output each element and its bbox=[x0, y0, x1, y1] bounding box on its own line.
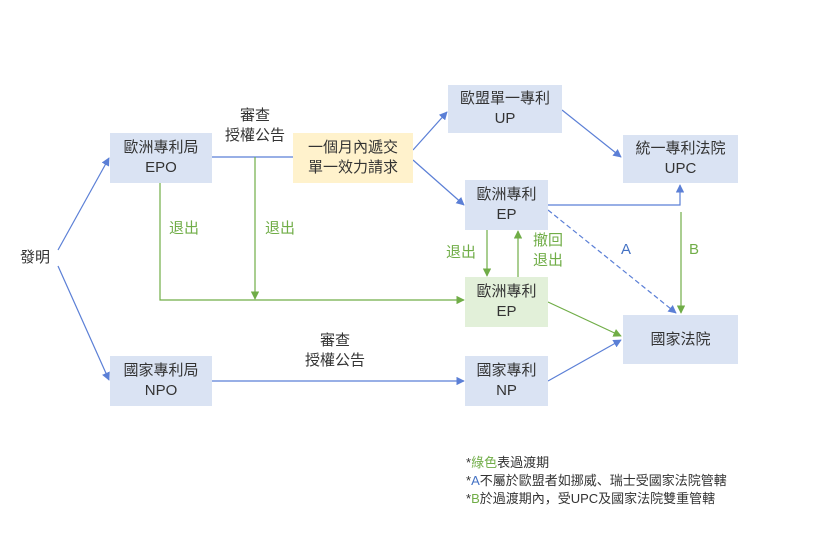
label-opt-out-ep: 退出 bbox=[446, 244, 477, 261]
node-ep-unitary: 歐洲專利 EP bbox=[465, 180, 548, 230]
node-ep-transition-abbr: EP bbox=[496, 303, 517, 320]
node-ep-unitary-abbr: EP bbox=[496, 206, 517, 223]
footnote-prefix: * bbox=[466, 491, 472, 506]
invention-label: 發明 bbox=[20, 249, 51, 266]
footnote-b: *B於過渡期內，受UPC及國家法院雙重管轄 bbox=[466, 490, 727, 508]
node-np: 國家專利 NP bbox=[465, 356, 548, 406]
label-path-b: B bbox=[689, 241, 700, 258]
node-upc-name: 統一專利法院 bbox=[635, 140, 726, 157]
node-epo-abbr: EPO bbox=[145, 159, 177, 176]
edge-invention-to-epo bbox=[57, 157, 110, 251]
node-up-name: 歐盟單一專利 bbox=[459, 90, 550, 107]
edge-request-to-up bbox=[412, 111, 448, 151]
label-epo-grant-line1: 審查 bbox=[239, 107, 270, 124]
label-withdraw-line1: 撤回 bbox=[532, 232, 563, 249]
edge-request-to-ep bbox=[412, 159, 465, 206]
edge-ep-to-court-dashed-a bbox=[547, 209, 677, 314]
node-ep-transition: 歐洲專利 EP bbox=[465, 277, 548, 327]
node-up: 歐盟單一專利 UP bbox=[448, 85, 562, 133]
footnotes: *綠色表過渡期 *A不屬於歐盟者如挪威、瑞士受國家法院管轄 *B於過渡期內，受U… bbox=[466, 454, 727, 508]
edge-np-to-court bbox=[547, 339, 622, 382]
node-epo: 歐洲專利局 EPO bbox=[110, 133, 212, 183]
label-opt-out-epo: 退出 bbox=[169, 220, 200, 237]
label-epo-grant: 審查 授權公告 bbox=[220, 106, 290, 146]
footnote-prefix: * bbox=[466, 473, 472, 488]
footnote-highlight: 綠色 bbox=[471, 455, 498, 470]
label-npo-grant-line2: 授權公告 bbox=[304, 352, 365, 369]
footnote-text: 於過渡期內，受UPC及國家法院雙重管轄 bbox=[479, 491, 716, 506]
label-opt-out-grant: 退出 bbox=[265, 220, 296, 237]
node-request-line2: 單一效力請求 bbox=[307, 159, 398, 176]
label-withdraw-line2: 退出 bbox=[532, 252, 563, 269]
footnote-text: 不屬於歐盟者如挪威、瑞士受國家法院管轄 bbox=[479, 473, 727, 488]
edge-ep-to-upc bbox=[548, 184, 685, 206]
node-request-line1: 一個月內遞交 bbox=[307, 139, 398, 156]
node-upc-abbr: UPC bbox=[664, 160, 697, 177]
footnote-prefix: * bbox=[466, 455, 472, 470]
label-npo-grant: 審查 授權公告 bbox=[300, 331, 370, 371]
node-national-court: 國家法院 bbox=[623, 315, 738, 364]
footnote-a: *A不屬於歐盟者如挪威、瑞士受國家法院管轄 bbox=[466, 472, 727, 490]
label-withdraw-opt-out: 撤回 退出 bbox=[531, 231, 565, 271]
node-national-court-name: 國家法院 bbox=[650, 330, 711, 348]
node-unitary-request: 一個月內遞交 單一效力請求 bbox=[293, 133, 413, 183]
label-epo-grant-line2: 授權公告 bbox=[224, 127, 285, 144]
node-ep-transition-name: 歐洲專利 bbox=[476, 283, 537, 300]
edge-ep-transition-to-court bbox=[547, 301, 622, 337]
node-ep-unitary-name: 歐洲專利 bbox=[476, 186, 537, 203]
label-path-a: A bbox=[621, 241, 632, 258]
label-npo-grant-line1: 審查 bbox=[319, 332, 350, 349]
footnote-text: 表過渡期 bbox=[497, 455, 550, 470]
node-np-name: 國家專利 bbox=[476, 362, 537, 379]
edge-epo-opt-out bbox=[159, 183, 465, 305]
node-npo: 國家專利局 NPO bbox=[110, 356, 212, 406]
node-upc: 統一專利法院 UPC bbox=[623, 135, 738, 183]
node-npo-abbr: NPO bbox=[144, 382, 178, 399]
node-epo-name: 歐洲專利局 bbox=[123, 139, 199, 156]
edge-up-to-upc bbox=[561, 109, 622, 158]
footnote-highlight: A bbox=[471, 473, 480, 488]
node-np-abbr: NP bbox=[496, 382, 517, 399]
footnote-highlight: B bbox=[471, 491, 480, 506]
footnote-green-transition: *綠色表過渡期 bbox=[466, 454, 727, 472]
node-up-abbr: UP bbox=[494, 110, 516, 127]
edge-invention-to-npo bbox=[57, 265, 110, 381]
node-npo-name: 國家專利局 bbox=[123, 362, 199, 379]
